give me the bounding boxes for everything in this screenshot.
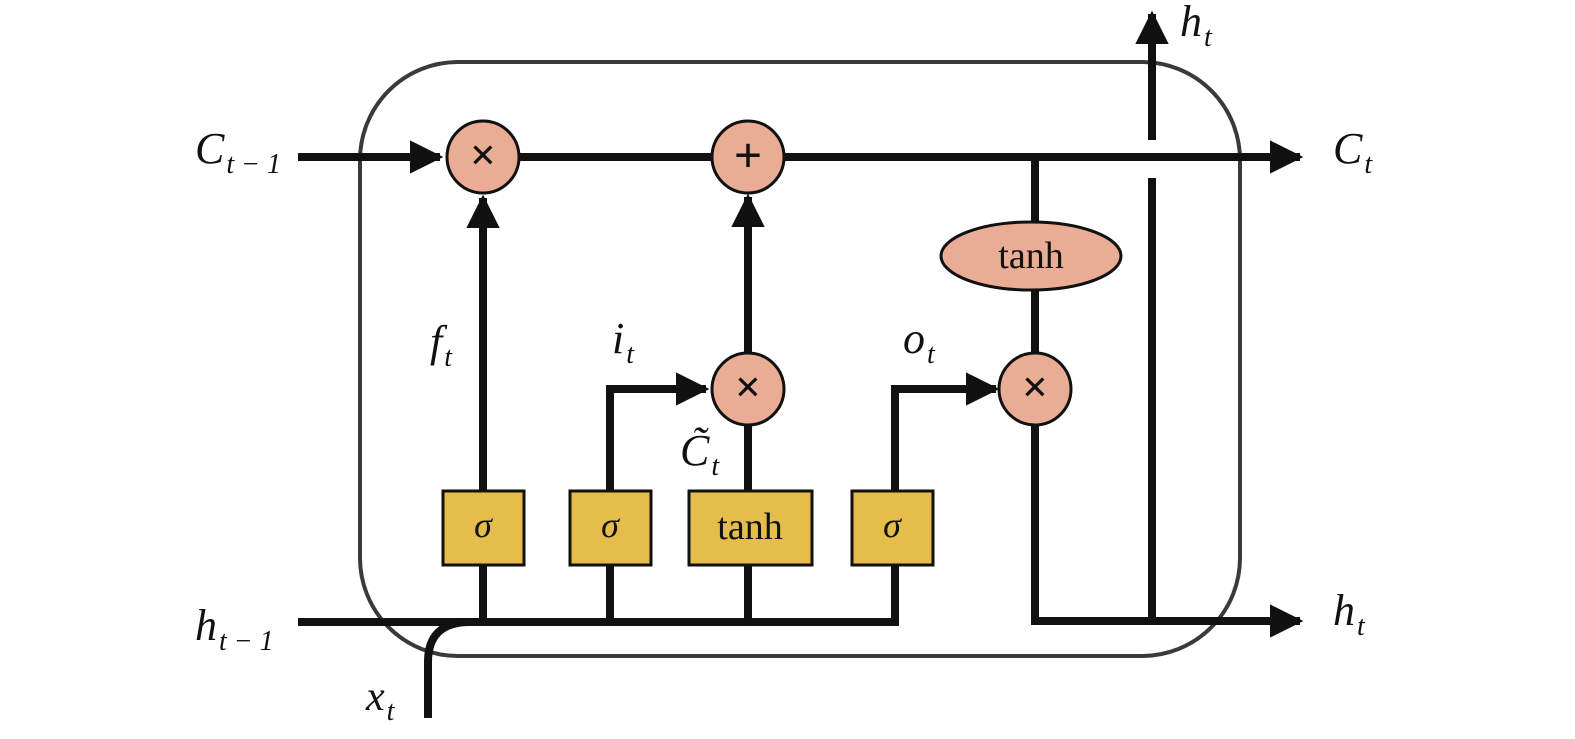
sigma-label: σ xyxy=(474,505,493,545)
forget-gate-box: σ xyxy=(441,489,526,567)
h-prev-label: ht − 1 xyxy=(195,601,274,657)
forget-gate-label: ft xyxy=(430,317,453,373)
hidden-output-line xyxy=(1031,426,1304,638)
plus-icon: + xyxy=(734,127,763,183)
h-out-right-label: ht xyxy=(1333,586,1366,642)
input-gate-label: it xyxy=(612,314,635,370)
h-out-top-label: ht xyxy=(1180,0,1213,53)
multiply-icon: × xyxy=(1022,361,1048,412)
cell-tanh-op: tanh xyxy=(939,220,1123,292)
x-input-curve xyxy=(424,618,471,718)
output-gate-label: ot xyxy=(903,314,936,370)
cell-border xyxy=(358,60,1242,658)
add-op: + xyxy=(710,119,786,195)
multiply-icon: × xyxy=(735,361,761,412)
x-input-label: xt xyxy=(365,674,396,727)
cell-tanh-label: tanh xyxy=(998,235,1063,277)
sigma-label: σ xyxy=(601,505,620,545)
forget-multiply-op: × xyxy=(445,119,521,195)
hidden-input-bus xyxy=(298,566,899,626)
output-multiply-op: × xyxy=(997,351,1073,427)
input-gate-box: σ xyxy=(568,489,653,567)
input-gate-arrow xyxy=(606,372,710,490)
input-multiply-op: × xyxy=(710,351,786,427)
sigma-label: σ xyxy=(883,505,902,545)
c-out-label: Ct xyxy=(1333,124,1373,180)
tanh-label: tanh xyxy=(717,506,782,548)
output-gate-box: σ xyxy=(850,489,935,567)
output-gate-arrow xyxy=(891,372,1000,490)
candidate-label: C̃t xyxy=(680,426,720,482)
c-prev-label: Ct − 1 xyxy=(195,124,281,180)
multiply-icon: × xyxy=(470,129,496,180)
candidate-gate-box: tanh xyxy=(687,489,814,567)
